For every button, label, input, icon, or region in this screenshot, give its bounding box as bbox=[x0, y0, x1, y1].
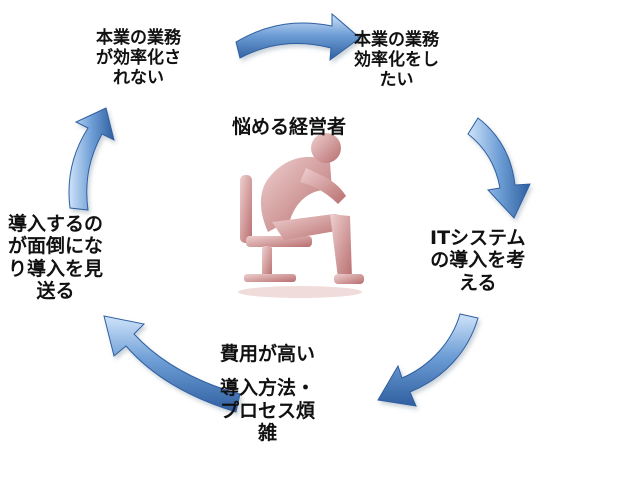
curved-arrow-icon bbox=[103, 315, 241, 413]
step-line: える bbox=[459, 271, 497, 294]
step-line: 費用が高い bbox=[220, 343, 316, 365]
step-line: が面倒にな bbox=[8, 235, 104, 258]
curved-arrow-icon bbox=[467, 117, 531, 219]
step-spacer bbox=[220, 365, 315, 377]
step-line: 本業の業務 bbox=[96, 28, 181, 48]
step-line: れない bbox=[113, 68, 164, 89]
step-label-bottom: 費用が高い 導入方法・ プロセス煩 雑 bbox=[220, 343, 315, 445]
center-title: 悩める経営者 bbox=[232, 116, 347, 138]
step-line: 送る bbox=[36, 280, 75, 303]
curved-arrow-icon bbox=[235, 12, 361, 62]
curved-arrow-icon bbox=[68, 107, 115, 211]
step-line: 導入するの bbox=[8, 213, 104, 235]
step-label-right: ITシステム の導入を考 える bbox=[430, 227, 525, 294]
step-line: が効率化さ bbox=[96, 48, 181, 69]
step-line: たい bbox=[379, 70, 414, 91]
step-line: 効率化をし bbox=[354, 50, 439, 71]
step-label-top-right: 本業の業務 効率化をし たい bbox=[354, 30, 439, 90]
curved-arrow-icon bbox=[377, 313, 479, 407]
step-line: り導入を見 bbox=[8, 257, 104, 280]
step-line: ITシステム bbox=[430, 227, 526, 249]
step-line: 本業の業務 bbox=[354, 30, 439, 50]
step-label-top-left: 本業の業務 が効率化さ れない bbox=[96, 28, 181, 88]
worried-person-on-chair-icon bbox=[238, 133, 364, 298]
step-line: 導入方法・ bbox=[220, 377, 316, 400]
step-line: 雑 bbox=[258, 422, 278, 445]
step-line: の導入を考 bbox=[430, 249, 526, 272]
step-line: プロセス煩 bbox=[220, 399, 316, 422]
step-label-left: 導入するの が面倒にな り導入を見 送る bbox=[8, 213, 103, 303]
